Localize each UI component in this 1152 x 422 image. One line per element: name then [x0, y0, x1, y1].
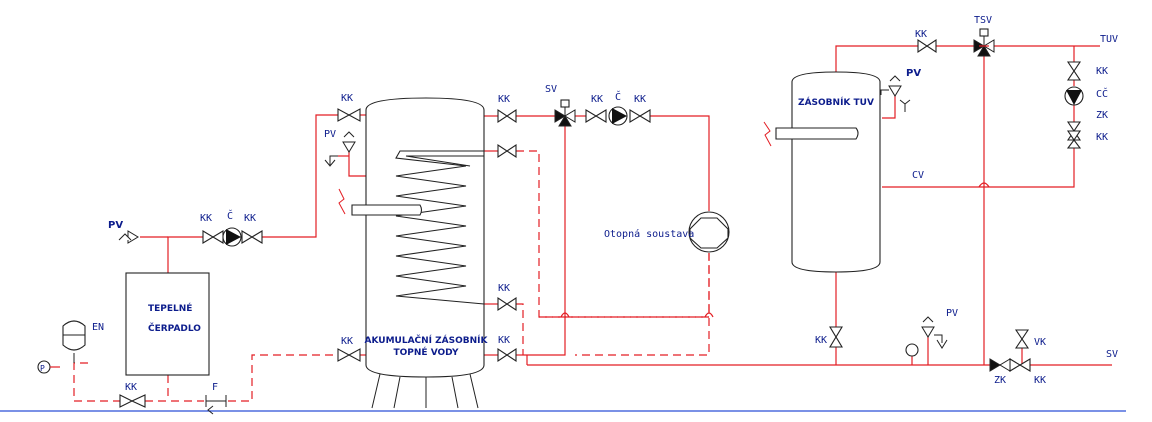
- valve-kk-top-right: [497, 108, 517, 124]
- label-pv-sv: PV: [946, 308, 958, 319]
- pressure-gauge-right: [905, 343, 919, 357]
- pipe-crossovers: [560, 45, 990, 318]
- label-kk-hp1: KK: [200, 213, 212, 224]
- label-kk-bottom-right: KK: [498, 335, 510, 346]
- label-kk-dhw-top: KK: [915, 29, 927, 40]
- three-way-valves: [554, 28, 1011, 372]
- valve-vk: [1014, 329, 1030, 349]
- accumulator-label-2: TOPNÉ VODY: [394, 346, 459, 358]
- label-c-hp: Č: [227, 209, 233, 222]
- valve-kk-hp2: [241, 230, 263, 244]
- pv-accumulator: [324, 131, 356, 167]
- valve-kk-circ-bottom: [1066, 130, 1082, 149]
- label-tsv: TSV: [974, 15, 992, 26]
- label-kk-sv: KK: [1034, 375, 1046, 386]
- label-cc: CČ: [1096, 87, 1108, 100]
- pressure-gauge-left: [37, 360, 60, 374]
- valve-sv-mixing: [554, 99, 576, 127]
- label-kk-bottom-left: KK: [341, 336, 353, 347]
- pv-dhw: [880, 75, 911, 112]
- label-pv-hp: PV: [108, 220, 123, 231]
- label-kk-circ1: KK: [1096, 66, 1108, 77]
- heat-pump-label-1: TEPELNÉ: [148, 302, 192, 314]
- heat-pump: TEPELNÉ ČERPADLO: [125, 272, 210, 376]
- label-kk-coil: KK: [498, 283, 510, 294]
- valve-kk-dhw-top: [917, 38, 937, 54]
- valve-kk-coil-bottom: [497, 296, 517, 312]
- dhw-tank: ZÁSOBNÍK TUV: [763, 71, 881, 273]
- valve-zk-sv: [1009, 358, 1031, 372]
- valve-kk-hp1: [202, 230, 224, 244]
- label-kk-hp2: KK: [244, 213, 256, 224]
- valve-kk-top-left: [337, 108, 361, 122]
- label-cv: CV: [912, 170, 924, 181]
- labels: PV KK Č KK KK PV KK KK F EN P KK SV KK Č…: [40, 15, 1118, 393]
- safety-valves: [118, 75, 948, 349]
- filter: [205, 395, 227, 415]
- expansion-vessel: [62, 320, 86, 363]
- heat-pump-label-2: ČERPADLO: [148, 322, 201, 334]
- valve-kk-bottom-right: [497, 347, 517, 363]
- valve-tsv: [973, 28, 995, 57]
- label-kk-top-left: KK: [341, 93, 353, 104]
- pump-heat-pump-circuit: [222, 227, 242, 247]
- label-kk-top-right: KK: [498, 94, 510, 105]
- label-f: F: [212, 382, 218, 393]
- label-pv-dhw: PV: [906, 68, 921, 79]
- pipes: [73, 45, 1112, 402]
- label-c-pump: Č: [615, 90, 621, 103]
- label-sv-right: SV: [1106, 349, 1118, 360]
- accumulator-tank: AKUMULAČNÍ ZÁSOBNÍK TOPNÉ VODY: [338, 97, 489, 409]
- valve-kk-pump2: [629, 109, 651, 123]
- heating-system: Otopná soustava: [604, 211, 730, 253]
- valve-kk-return: [119, 394, 146, 408]
- label-zk-circ: ZK: [1096, 110, 1108, 121]
- label-kk-pump2: KK: [634, 94, 646, 105]
- dhw-tank-label: ZÁSOBNÍK TUV: [798, 96, 874, 108]
- valve-kk-dhw-bottom: [829, 326, 843, 348]
- label-kk-pump1: KK: [591, 94, 603, 105]
- label-sv-mix: SV: [545, 84, 557, 95]
- valve-kk-bottom-left: [337, 348, 361, 362]
- valve-kk-pump1: [585, 109, 607, 123]
- label-tuv: TUV: [1100, 34, 1118, 45]
- label-kk-dhw: KK: [815, 335, 827, 346]
- label-zk-sv: ZK: [994, 375, 1006, 386]
- heating-system-label: Otopná soustava: [604, 228, 694, 240]
- pump-circulation: [1064, 86, 1084, 106]
- ball-valves: [119, 38, 1082, 408]
- pump-heating-circuit: [608, 106, 628, 126]
- valve-kk-circ-top: [1066, 61, 1082, 81]
- label-vk: VK: [1034, 337, 1046, 348]
- pv-sv: [921, 316, 948, 349]
- valve-zk-check: [989, 358, 1011, 372]
- label-pv-acc: PV: [324, 129, 336, 140]
- accumulator-label-1: AKUMULAČNÍ ZÁSOBNÍK: [364, 334, 488, 346]
- label-kk-return: KK: [125, 382, 137, 393]
- valve-kk-coil-top: [497, 143, 517, 159]
- pv-heat-pump: [118, 230, 139, 244]
- label-en: EN: [92, 322, 104, 333]
- label-p: P: [40, 364, 45, 373]
- label-kk-circ2: KK: [1096, 132, 1108, 143]
- pumps: [222, 86, 1084, 247]
